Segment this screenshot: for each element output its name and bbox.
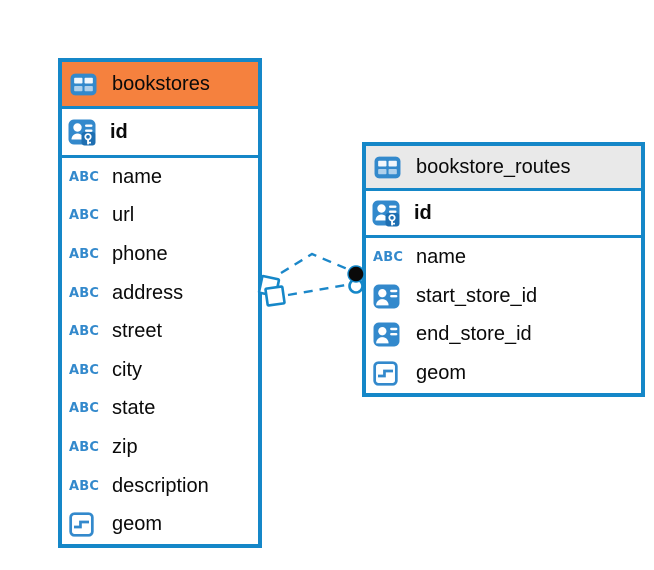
column-row-address[interactable]: ABC address	[62, 274, 258, 313]
column-name: name	[416, 245, 467, 268]
column-name: city	[112, 358, 142, 381]
text-type-icon: ABC	[69, 169, 100, 185]
column-name: phone	[112, 242, 168, 265]
text-type-icon: ABC	[69, 478, 100, 494]
column-list: ABC name start_store_id end_store_id ge	[366, 238, 641, 393]
geometry-type-icon	[373, 361, 406, 386]
column-row-geom[interactable]: geom	[62, 505, 258, 544]
text-type-icon: ABC	[69, 285, 100, 301]
geometry-type-icon	[69, 512, 102, 537]
column-row-state[interactable]: ABC state	[62, 390, 258, 429]
text-type-icon: ABC	[69, 246, 100, 262]
relationship-line[interactable]	[287, 282, 353, 297]
column-name: id	[414, 201, 432, 224]
column-name: description	[112, 474, 209, 497]
column-name: start_store_id	[416, 284, 538, 307]
table-icon	[374, 156, 407, 179]
text-type-icon: ABC	[373, 249, 404, 265]
reference-key-icon	[373, 322, 406, 347]
column-row-id[interactable]: id	[366, 191, 641, 238]
text-type-icon: ABC	[69, 439, 100, 455]
one-end-marker[interactable]	[257, 274, 286, 307]
column-row-start-store-id[interactable]: start_store_id	[366, 277, 641, 316]
column-name: geom	[416, 362, 467, 385]
column-row-street[interactable]: ABC street	[62, 312, 258, 351]
table-title: bookstores	[112, 72, 210, 95]
column-row-id[interactable]: id	[62, 109, 258, 158]
table-bookstores[interactable]: bookstores id ABC name ABC url ABC phone…	[58, 58, 262, 548]
table-title: bookstore_routes	[416, 155, 571, 178]
column-row-name[interactable]: ABC name	[62, 158, 258, 197]
column-row-name[interactable]: ABC name	[366, 238, 641, 277]
text-type-icon: ABC	[69, 324, 100, 340]
column-row-description[interactable]: ABC description	[62, 467, 258, 506]
table-bookstore-routes-header[interactable]: bookstore_routes	[366, 146, 641, 191]
relationship-line[interactable]	[280, 252, 353, 275]
column-row-city[interactable]: ABC city	[62, 351, 258, 390]
primary-key-icon	[68, 118, 101, 146]
column-name: state	[112, 397, 156, 420]
column-name: url	[112, 204, 135, 227]
column-row-geom[interactable]: geom	[366, 354, 641, 393]
column-name: id	[110, 120, 128, 143]
table-icon	[70, 73, 103, 96]
column-name: zip	[112, 435, 138, 458]
column-name: geom	[112, 513, 163, 536]
text-type-icon: ABC	[69, 401, 100, 417]
text-type-icon: ABC	[69, 362, 100, 378]
primary-key-icon	[372, 199, 405, 227]
column-row-url[interactable]: ABC url	[62, 197, 258, 236]
column-row-end-store-id[interactable]: end_store_id	[366, 316, 641, 355]
column-name: name	[112, 165, 163, 188]
column-name: street	[112, 320, 163, 343]
table-bookstores-header[interactable]: bookstores	[62, 62, 258, 109]
reference-key-icon	[373, 284, 406, 309]
column-name: address	[112, 281, 184, 304]
column-name: end_store_id	[416, 323, 532, 346]
column-list: ABC name ABC url ABC phone ABC address A…	[62, 158, 258, 544]
column-row-zip[interactable]: ABC zip	[62, 428, 258, 467]
table-bookstore-routes[interactable]: bookstore_routes id ABC name start_store…	[362, 142, 645, 397]
column-row-phone[interactable]: ABC phone	[62, 235, 258, 274]
text-type-icon: ABC	[69, 208, 100, 224]
